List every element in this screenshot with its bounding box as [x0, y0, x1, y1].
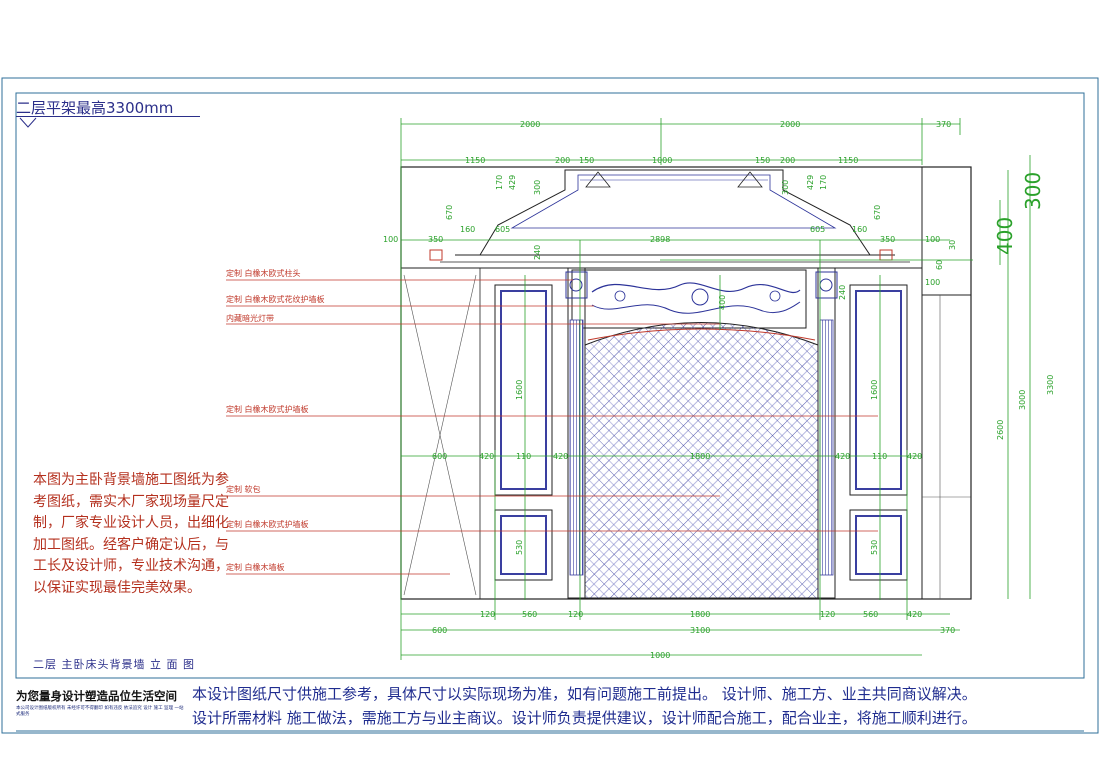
svg-text:110: 110 [516, 452, 531, 461]
svg-text:170: 170 [495, 175, 504, 190]
svg-text:170: 170 [819, 175, 828, 190]
svg-text:350: 350 [880, 235, 895, 244]
svg-text:160: 160 [852, 225, 867, 234]
svg-text:200: 200 [780, 156, 795, 165]
label-soft-upholstery: 定制 软包 [226, 485, 261, 494]
svg-text:120: 120 [820, 610, 835, 619]
leader-lines [226, 279, 878, 575]
svg-text:1600: 1600 [515, 380, 524, 400]
dim-top-3: 370 [936, 120, 951, 129]
svg-text:3300: 3300 [1046, 375, 1055, 395]
footer-note-line-1: 本设计图纸尺寸供施工参考，具体尺寸以实际现场为准，如有问题施工前提出。 设计师、… [192, 685, 977, 703]
svg-text:429: 429 [806, 175, 815, 190]
svg-text:1600: 1600 [870, 380, 879, 400]
outer-frame [1, 77, 1099, 734]
svg-text:420: 420 [835, 452, 850, 461]
svg-text:120: 120 [480, 610, 495, 619]
svg-text:605: 605 [495, 225, 510, 234]
label-wall-panel-lower: 定制 白橡木欧式护墙板 [226, 520, 309, 529]
dimension-lines [400, 118, 1031, 660]
svg-text:530: 530 [515, 540, 524, 555]
svg-text:60: 60 [935, 260, 944, 270]
svg-text:300: 300 [533, 180, 542, 195]
svg-text:100: 100 [925, 278, 940, 287]
svg-text:2898: 2898 [650, 235, 670, 244]
svg-text:420: 420 [907, 610, 922, 619]
big-dim-300: 300 [1021, 172, 1045, 210]
footer-note-line-2: 设计所需材料 施工做法，需施工方与业主商议。设计师负责提供建议，设计师配合施工，… [192, 709, 977, 727]
svg-text:160: 160 [460, 225, 475, 234]
svg-text:560: 560 [863, 610, 878, 619]
svg-text:100: 100 [383, 235, 398, 244]
svg-text:670: 670 [445, 205, 454, 220]
svg-text:200: 200 [555, 156, 570, 165]
dim-top-2: 2000 [780, 120, 800, 129]
svg-text:3100: 3100 [690, 626, 710, 635]
svg-text:3000: 3000 [1018, 390, 1027, 410]
svg-text:100: 100 [925, 235, 940, 244]
label-wall-panel-upper: 定制 白橡木欧式护墙板 [226, 405, 309, 414]
label-hidden-light: 内藏暗光灯带 [226, 314, 274, 323]
svg-text:150: 150 [755, 156, 770, 165]
svg-text:420: 420 [479, 452, 494, 461]
dimension-texts: 2000 2000 370 1150 200 150 1000 150 200 … [383, 120, 1055, 660]
drawing-title: 二层平架最高3300mm [16, 99, 174, 117]
label-wall-board: 定制 白橡木墙板 [226, 563, 285, 572]
svg-text:1800: 1800 [690, 452, 710, 461]
company-slogan: 为您量身设计塑造品位生活空间 [16, 689, 177, 703]
svg-text:150: 150 [579, 156, 594, 165]
svg-text:1000: 1000 [652, 156, 672, 165]
svg-text:1000: 1000 [650, 651, 670, 660]
svg-text:670: 670 [873, 205, 882, 220]
svg-text:2600: 2600 [996, 420, 1005, 440]
svg-text:420: 420 [553, 452, 568, 461]
svg-text:240: 240 [533, 245, 542, 260]
label-carved-panel: 定制 白橡木欧式花纹护墙板 [226, 295, 325, 304]
svg-text:30: 30 [948, 240, 957, 250]
svg-text:370: 370 [940, 626, 955, 635]
drawing-caption: 二层 主卧床头背景墙 立 面 图 [33, 658, 195, 671]
svg-text:1150: 1150 [838, 156, 858, 165]
svg-text:605: 605 [810, 225, 825, 234]
company-small-print: 本公司设计图纸版权所有 未经许可不得翻印 如有违反 依法追究 设计 施工 监理 … [16, 706, 184, 717]
svg-text:400: 400 [718, 295, 727, 310]
svg-text:530: 530 [870, 540, 879, 555]
design-note: 本图为主卧背景墙施工图纸为参考图纸，需实木厂家现场量尺定制，厂家专业设计人员，出… [33, 472, 229, 596]
big-dim-400: 400 [993, 217, 1017, 255]
dim-top-1: 2000 [520, 120, 540, 129]
svg-text:120: 120 [568, 610, 583, 619]
label-column-capital: 定制 白橡木欧式柱头 [226, 269, 301, 278]
title-underline [16, 116, 200, 117]
svg-text:240: 240 [838, 285, 847, 300]
svg-text:420: 420 [907, 452, 922, 461]
svg-text:429: 429 [508, 175, 517, 190]
svg-text:350: 350 [428, 235, 443, 244]
svg-text:300: 300 [781, 180, 790, 195]
svg-text:600: 600 [432, 626, 447, 635]
svg-text:110: 110 [872, 452, 887, 461]
svg-text:1800: 1800 [690, 610, 710, 619]
svg-text:600: 600 [432, 452, 447, 461]
svg-text:560: 560 [522, 610, 537, 619]
svg-text:1150: 1150 [465, 156, 485, 165]
